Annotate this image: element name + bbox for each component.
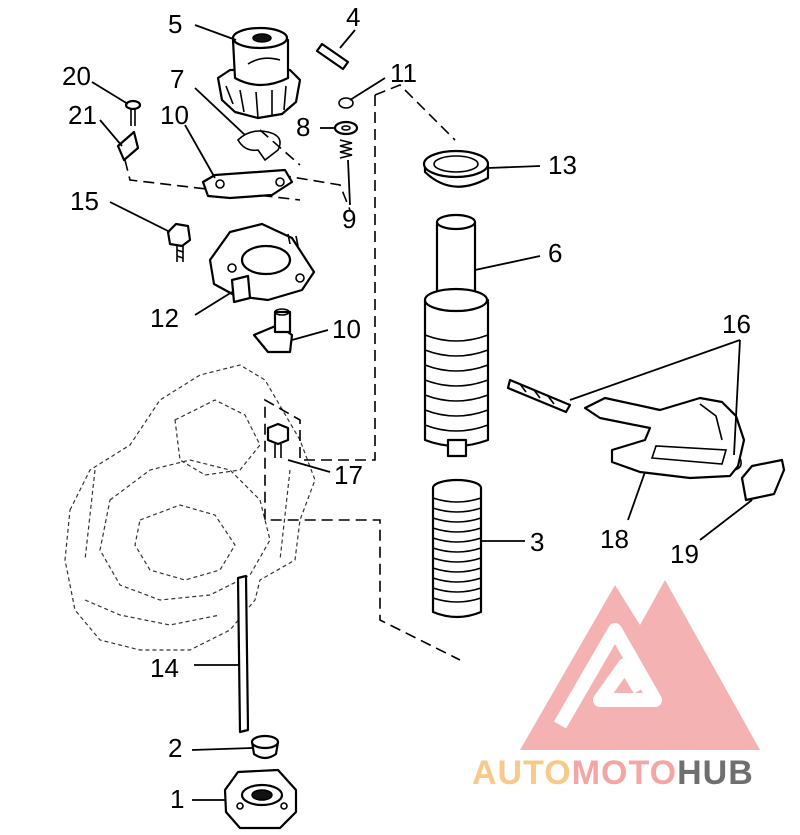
part-4-pin: [315, 42, 350, 71]
part-1-base-bracket: [223, 768, 298, 830]
watermark-text: AUTOMOTOHUB: [472, 754, 754, 792]
callout-3: 3: [530, 527, 544, 557]
part-14-shaft-rod: [236, 574, 250, 734]
callout-1: 1: [170, 784, 184, 814]
callout-12: 12: [150, 303, 179, 333]
part-7-spring-clip: [236, 130, 281, 162]
callout-21: 21: [68, 100, 97, 130]
callout-10-lower: 10: [332, 314, 361, 344]
part-12-housing-plate: [208, 222, 316, 304]
part-11-retaining-ring: [338, 97, 354, 109]
part-16-rope: [506, 378, 742, 471]
callout-8: 8: [296, 112, 310, 142]
assembly-guide-lines: [124, 84, 461, 661]
watermark-auto: AUTO: [472, 754, 572, 792]
callout-7: 7: [170, 64, 184, 94]
callout-14: 14: [150, 653, 179, 683]
callout-11: 11: [390, 58, 417, 88]
callout-2: 2: [168, 733, 182, 763]
watermark-logo: [520, 580, 760, 750]
callout-16: 16: [722, 309, 751, 339]
callout-20: 20: [62, 61, 91, 91]
part-10-pawl-lever-top: [201, 168, 294, 200]
leader-lines: [91, 24, 753, 801]
callout-9: 9: [342, 204, 356, 234]
part-15-bolt: [166, 222, 192, 262]
engine-block-outline: [64, 364, 316, 651]
part-18-starter-handle: [583, 396, 746, 480]
svg-text:AUTOMOTOHUB: AUTOMOTOHUB: [472, 754, 754, 792]
part-5-pinion-gear: [216, 26, 302, 120]
part-17-bolt: [266, 422, 290, 458]
part-13-bushing: [422, 149, 490, 188]
callout-6: 6: [548, 238, 562, 268]
callout-5: 5: [168, 9, 182, 39]
callout-13: 13: [548, 150, 577, 180]
watermark-hub: HUB: [677, 754, 754, 792]
part-21-clip: [116, 130, 140, 162]
part-3-rewind-spring: [431, 478, 483, 619]
callout-17: 17: [334, 460, 363, 490]
part-2-cup: [250, 734, 280, 760]
part-20-screw: [124, 99, 142, 126]
callout-labels: 5 4 20 7 11 21 10 8 13 9 15 6 12 10 16 1…: [62, 2, 751, 814]
callout-19: 19: [670, 539, 699, 569]
callout-4: 4: [346, 2, 360, 32]
part-8-washer: [333, 120, 359, 136]
part-19-handle-insert: [740, 458, 786, 502]
callout-15: 15: [70, 186, 99, 216]
watermark-moto: MOTO: [572, 754, 677, 792]
callout-18: 18: [600, 524, 629, 554]
part-10-plunger: [252, 308, 294, 354]
part-9-spring: [339, 139, 353, 159]
callout-10-top: 10: [160, 100, 189, 130]
part-6-spindle-pulley: [423, 213, 490, 458]
